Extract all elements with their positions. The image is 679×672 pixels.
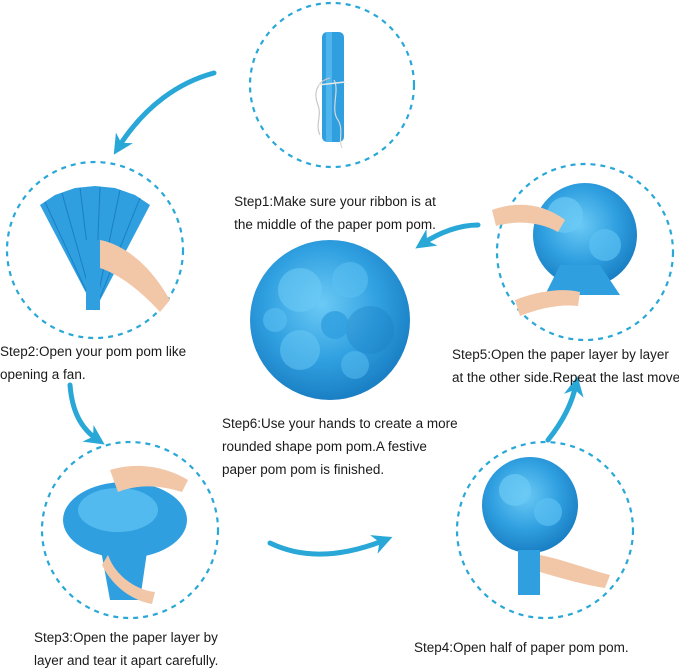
step4-circle [455,440,635,620]
step5-caption: Step5:Open the paper layer by layer at t… [452,347,679,385]
step-circles [5,1,675,620]
step3-caption: Step3:Open the paper layer by layer and … [34,630,219,668]
step6-caption: Step6:Use your hands to create a more ro… [222,416,458,477]
step5-other-side-image [492,183,637,316]
step2-caption: Step2:Open your pom pom like opening a f… [0,344,187,382]
arrow-step4-to-step5 [545,376,584,443]
step1-caption: Step1:Make sure your ribbon is at the mi… [234,194,436,232]
step1-folded-paper-image [315,32,346,149]
step4-half-pom-image [482,457,610,595]
arrow-step1-to-step2 [113,70,217,155]
step4-caption: Step4:Open half of paper pom pom. [414,640,629,655]
flow-arrows [67,70,584,557]
step3-tearing-layers-image [63,465,188,604]
step5-circle [495,162,675,342]
arrow-step5-to-step6 [415,222,481,249]
arrow-step2-to-step3 [67,382,105,445]
step1-circle [248,1,416,169]
step3-circle [40,440,220,620]
step2-circle [5,160,185,340]
arrow-step3-to-step4 [267,535,393,557]
step2-fan-image [40,186,170,312]
step6-finished-pom-image [250,240,410,400]
